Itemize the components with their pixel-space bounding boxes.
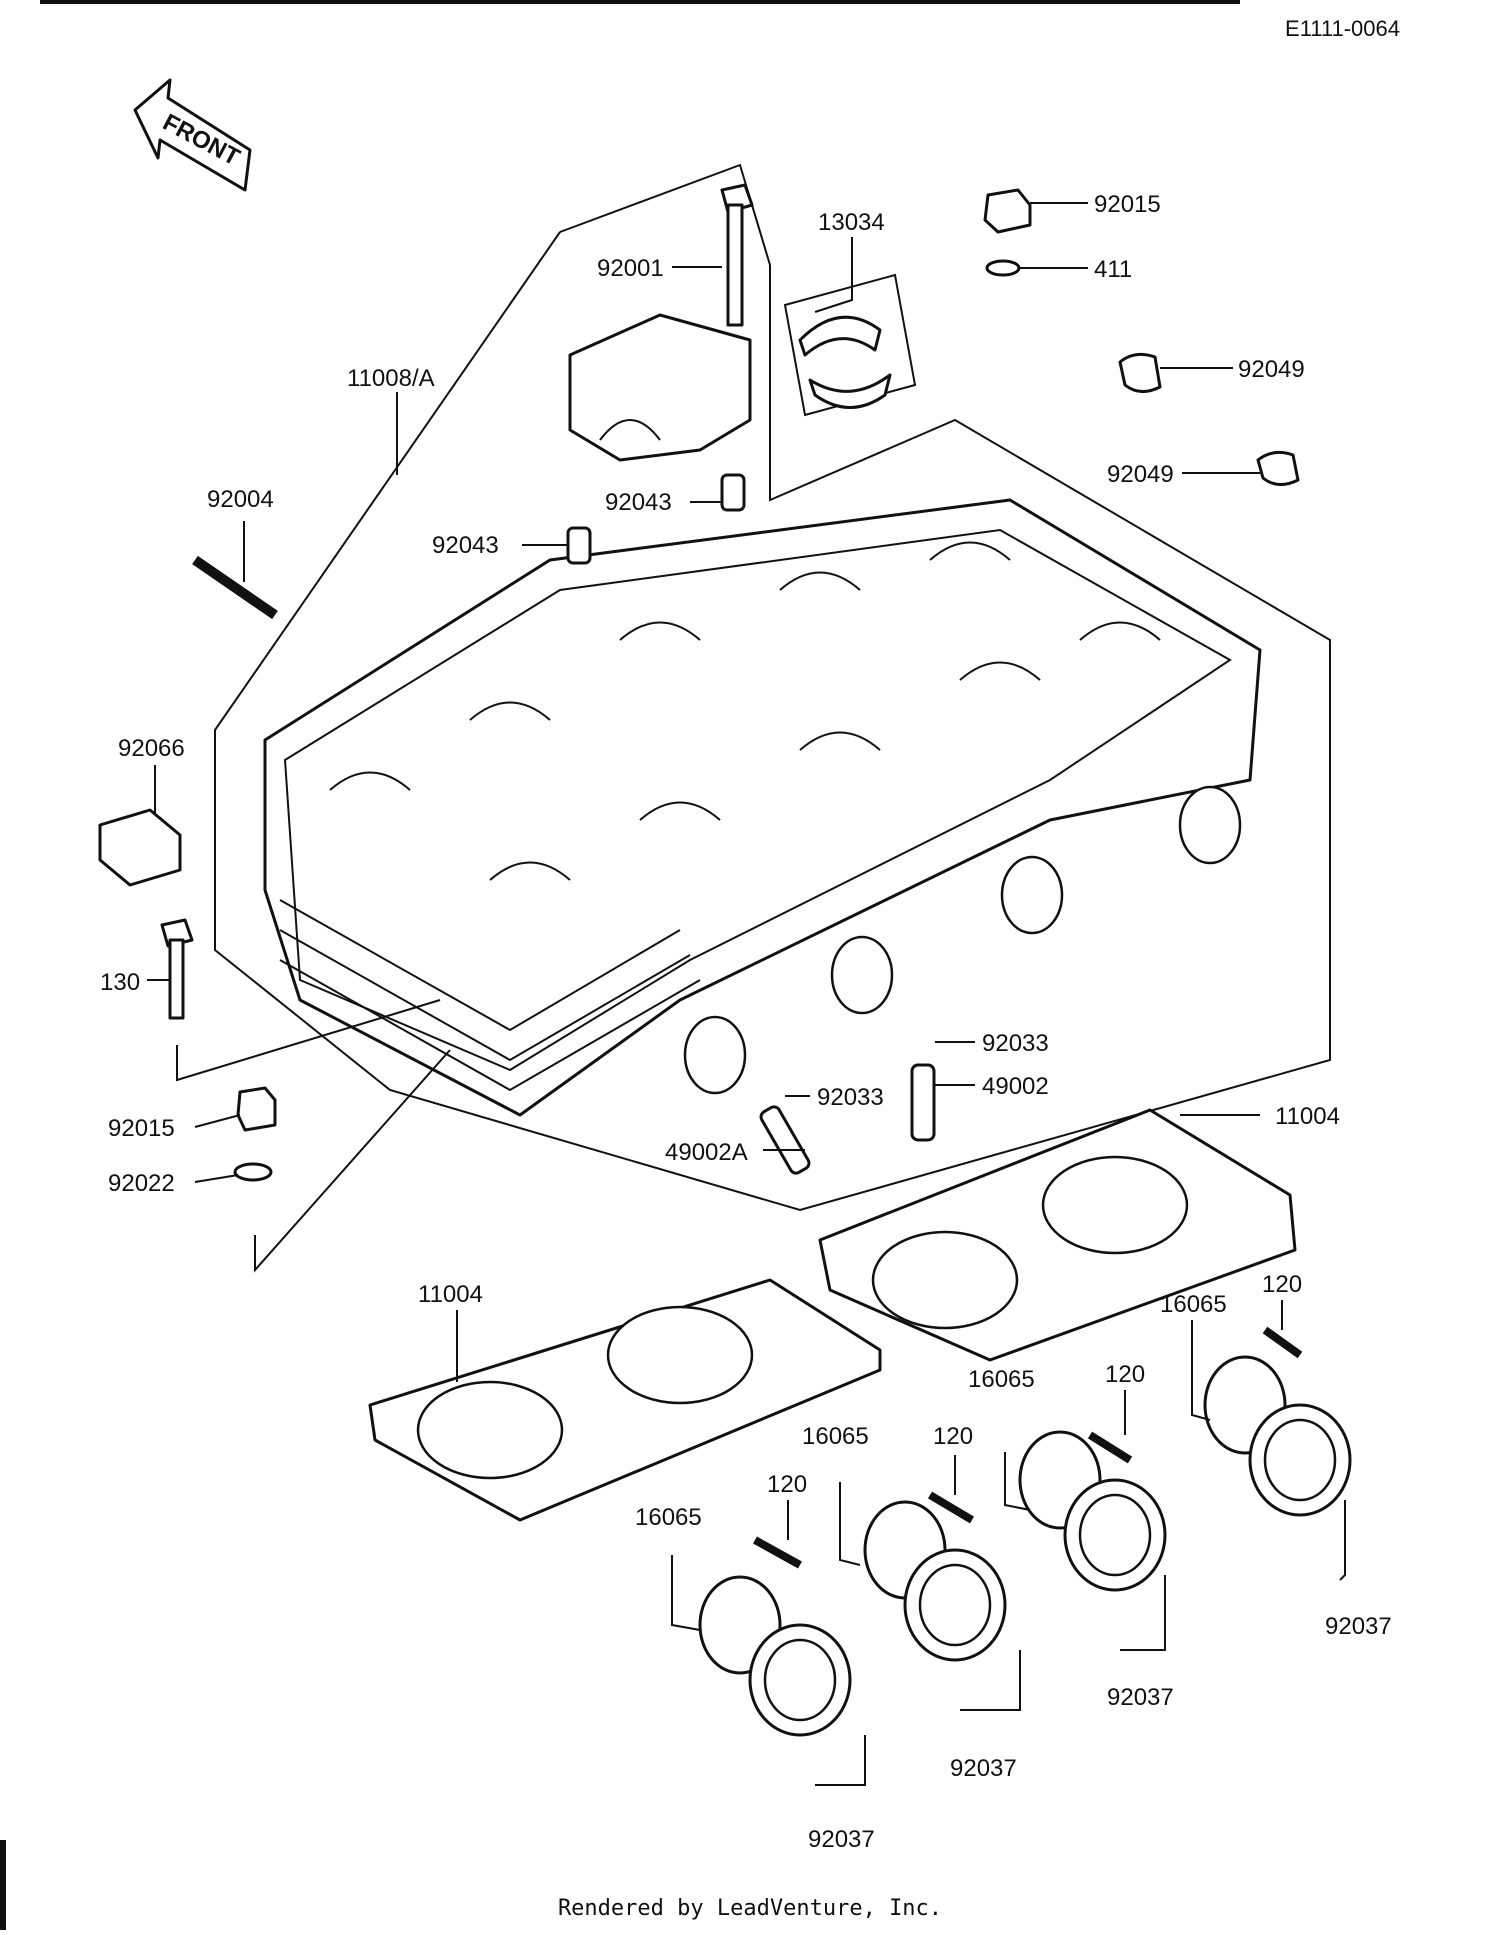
- callout-92049-b: 92049: [1107, 461, 1174, 488]
- cam-cap: [568, 313, 752, 462]
- callout-11004-left: 11004: [418, 1281, 483, 1308]
- leader-lines: [147, 202, 1346, 1786]
- bolt-120-c: [1087, 1431, 1133, 1464]
- stud-92004: [192, 555, 278, 620]
- callout-16065-b: 16065: [802, 1423, 869, 1450]
- callout-92015-left: 92015: [108, 1115, 175, 1142]
- holder-16065-c: [1018, 1430, 1167, 1592]
- callout-92037-a: 92037: [808, 1826, 875, 1853]
- callout-92015-top: 92015: [1094, 191, 1161, 218]
- top-border-line: [40, 0, 1240, 4]
- dowel-92043-a: [720, 473, 746, 512]
- callout-92022: 92022: [108, 1170, 175, 1197]
- callout-92033-b: 92033: [817, 1084, 884, 1111]
- damper-92066: [98, 808, 182, 887]
- callout-92004: 92004: [207, 486, 274, 513]
- callout-92066: 92066: [118, 735, 185, 762]
- callout-92043-a: 92043: [605, 489, 672, 516]
- bolt-120-b: [927, 1491, 975, 1524]
- group-outline: [214, 163, 1331, 1212]
- front-arrow-icon: FRONT: [133, 78, 252, 192]
- holder-16065-d: [1203, 1355, 1352, 1517]
- gasket-11004-right: [818, 1108, 1297, 1362]
- callout-130: 130: [100, 969, 140, 996]
- bolt-120-a: [753, 1536, 802, 1569]
- gasket-11004-left: [368, 1278, 882, 1522]
- cap-49002: [910, 1063, 936, 1142]
- footer-credit: Rendered by LeadVenture, Inc.: [557, 1896, 943, 1921]
- holder-16065-b: [863, 1500, 1007, 1662]
- callout-11004-right: 11004: [1275, 1103, 1340, 1130]
- bolt-130: [160, 918, 194, 1020]
- dowel-92043-b: [566, 526, 592, 565]
- callout-16065-a: 16065: [635, 1504, 702, 1531]
- cap-49002A: [759, 1105, 811, 1175]
- callout-16065-d: 16065: [1160, 1291, 1227, 1318]
- callout-120-d: 120: [1262, 1271, 1302, 1298]
- callout-120-c: 120: [1105, 1361, 1145, 1388]
- bolt-92001: [720, 183, 754, 327]
- seal-92049-a: [1118, 352, 1162, 393]
- bearing-13034: [783, 273, 917, 417]
- callout-92033-a: 92033: [982, 1030, 1049, 1057]
- washer-92022: [233, 1162, 273, 1182]
- callout-92049-a: 92049: [1238, 356, 1305, 383]
- callout-120-a: 120: [767, 1471, 807, 1498]
- callout-16065-c: 16065: [968, 1366, 1035, 1393]
- callout-92001: 92001: [597, 255, 664, 282]
- callout-49002: 49002: [982, 1073, 1049, 1100]
- bolt-120-d: [1262, 1326, 1303, 1359]
- plug-92015-left: [236, 1086, 277, 1132]
- seal-92049-b: [1256, 450, 1300, 486]
- callout-49002A: 49002A: [665, 1139, 748, 1166]
- callout-13034: 13034: [818, 209, 885, 236]
- callout-92037-d: 92037: [1325, 1613, 1392, 1640]
- plug-92015-top: [983, 188, 1032, 234]
- callout-411: 411: [1094, 256, 1132, 283]
- left-edge-mark: [0, 1840, 6, 1930]
- callout-120-b: 120: [933, 1423, 973, 1450]
- diagram-code: E1111-0064: [1285, 16, 1400, 41]
- callout-11008A: 11008/A: [347, 365, 435, 392]
- callout-92037-b: 92037: [950, 1755, 1017, 1782]
- cylinder-head: [263, 498, 1262, 1117]
- callout-92037-c: 92037: [1107, 1684, 1174, 1711]
- washer-411: [985, 259, 1021, 277]
- holder-16065-a: [698, 1575, 852, 1737]
- callout-92043-b: 92043: [432, 532, 499, 559]
